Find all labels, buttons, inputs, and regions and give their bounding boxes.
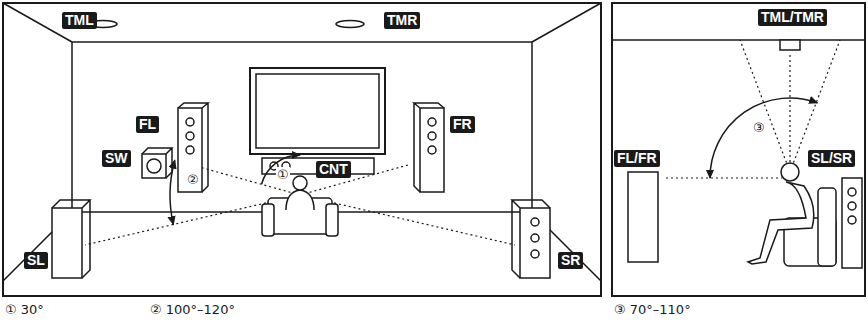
front-speaker: [628, 172, 658, 262]
room-edges: [3, 3, 601, 281]
ceiling-speaker: [780, 40, 800, 50]
back-wall: [72, 42, 532, 212]
speaker-label: TML: [65, 12, 94, 28]
angle-arc: [710, 98, 817, 178]
callout-number: ①: [276, 167, 290, 183]
ceiling-speaker: [336, 21, 364, 28]
speaker-tag: CNT: [316, 161, 351, 178]
speaker-tag: SR: [558, 252, 583, 269]
front-speaker: [178, 108, 202, 192]
speaker-label: SW: [105, 150, 128, 166]
speaker-label: TMR: [387, 12, 417, 28]
listener: [286, 190, 314, 210]
front-speaker: [420, 108, 444, 192]
speaker-label: SL: [27, 252, 45, 268]
panel-frame: [612, 3, 865, 296]
angle-arc: [170, 160, 175, 224]
speaker-tag: TMR: [384, 12, 420, 29]
angle-note: ① 30°: [5, 302, 44, 318]
callout-number: ②: [186, 172, 200, 188]
surround-speaker: [842, 178, 862, 268]
ceiling-line: [612, 39, 865, 41]
speaker-tag: FR: [450, 116, 475, 133]
speaker-label: SR: [561, 252, 580, 268]
speaker-label: FL/FR: [617, 150, 657, 166]
speaker-tag: TML/TMR: [758, 9, 827, 26]
subwoofer: [142, 154, 166, 178]
speaker-label: TML/TMR: [761, 9, 824, 25]
speaker-tag: FL/FR: [614, 150, 660, 167]
tv: [250, 68, 385, 154]
panel-frame: [3, 3, 601, 296]
speaker-tag: SW: [102, 150, 131, 167]
speaker-label: FL: [139, 116, 156, 132]
angle-note: ③ 70°–110°: [614, 302, 691, 318]
speaker-label: SL/SR: [811, 150, 852, 166]
speaker-label: CNT: [319, 161, 348, 177]
surround-speaker: [520, 208, 550, 278]
speaker-tag: FL: [136, 116, 159, 133]
angle-note: ② 100°–120°: [150, 302, 235, 318]
tv-screen: [256, 74, 379, 148]
speaker-tag: SL/SR: [808, 150, 855, 167]
callout-number: ③: [752, 120, 766, 136]
angle-arc: [262, 155, 301, 184]
speaker-tag: SL: [24, 252, 48, 269]
speaker-label: FR: [453, 116, 472, 132]
listener: [748, 182, 814, 264]
surround-speaker: [52, 208, 82, 278]
speaker-tag: TML: [62, 12, 97, 29]
